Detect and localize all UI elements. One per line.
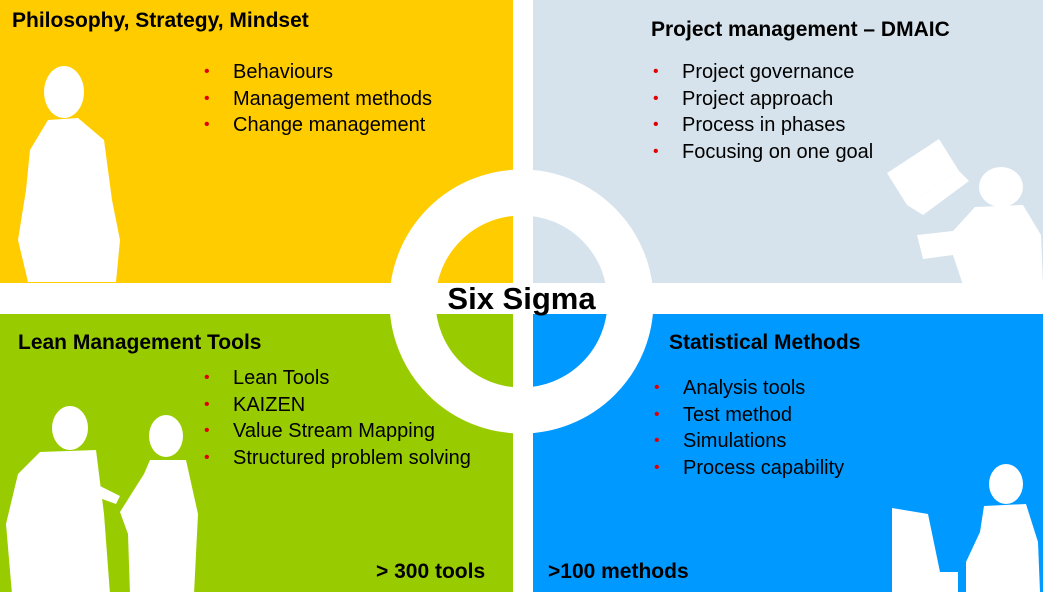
- list-item: •Project approach: [653, 86, 873, 113]
- bullet-icon: •: [204, 422, 210, 439]
- bullet-icon: •: [653, 63, 659, 80]
- quadrant-title: Philosophy, Strategy, Mindset: [12, 9, 309, 32]
- list-item: •Structured problem solving: [204, 445, 471, 472]
- bullet-list: •Lean Tools •KAIZEN •Value Stream Mappin…: [204, 365, 471, 471]
- two-people-silhouette-icon: [6, 406, 198, 592]
- method-count: >100 methods: [548, 560, 689, 583]
- bullet-icon: •: [204, 448, 210, 466]
- person-with-laptop-silhouette-icon: [887, 139, 1043, 283]
- bullet-icon: •: [653, 142, 659, 160]
- quadrant-title: Lean Management Tools: [18, 331, 262, 354]
- bullet-icon: •: [654, 432, 660, 449]
- bullet-icon: •: [204, 63, 210, 80]
- bullet-icon: •: [653, 116, 659, 133]
- list-item: •Lean Tools: [204, 365, 471, 392]
- bullet-icon: •: [204, 395, 210, 413]
- list-item: •Process capability: [654, 455, 844, 482]
- list-item: •Change management: [204, 112, 432, 139]
- person-with-laptop-silhouette-icon: [892, 464, 1040, 592]
- bullet-list: •Analysis tools •Test method •Simulation…: [654, 375, 844, 481]
- center-label: Six Sigma: [447, 281, 596, 316]
- bullet-list: •Project governance •Project approach •P…: [653, 59, 873, 165]
- bullet-icon: •: [204, 89, 210, 107]
- bullet-icon: •: [204, 116, 210, 133]
- list-item: •Test method: [654, 402, 844, 429]
- center-ring: [389, 169, 654, 434]
- list-item: •Focusing on one goal: [653, 139, 873, 166]
- quadrant-title: Statistical Methods: [669, 331, 861, 354]
- quadrant-title: Project management – DMAIC: [651, 18, 950, 41]
- list-item: •Behaviours: [204, 59, 432, 86]
- bullet-icon: •: [654, 405, 660, 423]
- bullet-icon: •: [654, 458, 660, 476]
- list-item: •Value Stream Mapping: [204, 418, 471, 445]
- list-item: •Project governance: [653, 59, 873, 86]
- list-item: •Management methods: [204, 86, 432, 113]
- bullet-icon: •: [653, 89, 659, 107]
- list-item: •Analysis tools: [654, 375, 844, 402]
- bullet-icon: •: [654, 379, 660, 396]
- bullet-icon: •: [204, 369, 210, 386]
- person-silhouette-icon: [18, 66, 120, 282]
- tool-count: > 300 tools: [376, 560, 486, 583]
- bullet-list: •Behaviours •Management methods •Change …: [204, 59, 432, 139]
- list-item: •Simulations: [654, 428, 844, 455]
- list-item: •KAIZEN: [204, 392, 471, 419]
- list-item: •Process in phases: [653, 112, 873, 139]
- quadrant-philosophy: Philosophy, Strategy, Mindset •Behaviour…: [0, 0, 513, 283]
